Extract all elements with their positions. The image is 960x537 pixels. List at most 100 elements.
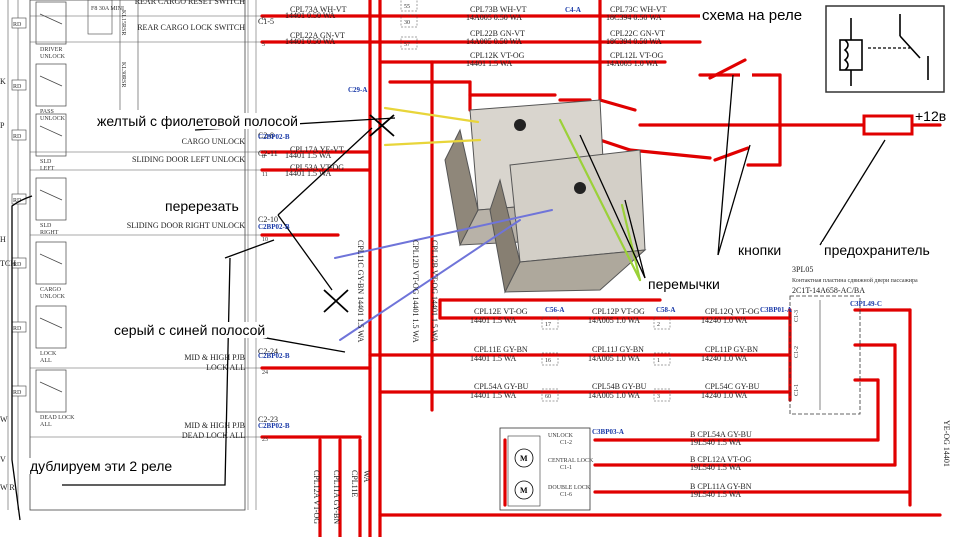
top-wire-code-5: 14A005 1.0 WA xyxy=(606,59,658,68)
signal-name-8: DEAD LOCK ALL xyxy=(182,431,245,440)
buttons-label: кнопки xyxy=(736,242,784,258)
fuse-f8 xyxy=(87,0,113,35)
bottom-vertical-2: CPL11E xyxy=(350,470,359,497)
connector-tag-10: C29-A xyxy=(348,86,367,94)
vertical-wire-0: CPL11C GY-BN 14401 1.5 WA xyxy=(356,240,365,343)
middle-wire-code-7: 14A005 1.0 WA xyxy=(588,391,640,400)
contact-plate-title: Контактная пластина сдвижной двери пасса… xyxy=(792,277,918,284)
motor-block: M M xyxy=(499,427,591,511)
middle-wire-code-1: 14A005 1.0 WA xyxy=(588,316,640,325)
motor-row-pin-0: C1-2 xyxy=(560,440,572,446)
motor-row-wire-1: B CPL12A VT-OG xyxy=(690,455,752,464)
rd-label-2: RD xyxy=(13,134,22,140)
top-wire-code-1: 18C394 0.50 WA xyxy=(606,13,662,22)
motor-row-label-1: CENTRAL LOCK xyxy=(548,458,594,464)
fuse-label: предохранитель xyxy=(822,242,932,258)
middle-wire-5: CPL11P GY-BN xyxy=(705,345,758,354)
plus12-label: +12в xyxy=(915,108,947,124)
signal-lines xyxy=(30,15,262,438)
motor-row-pin-2: C1-6 xyxy=(560,492,572,498)
contact-plate-pin-1: C1-2 xyxy=(794,346,800,358)
rd-coil-3 xyxy=(11,193,27,205)
left-edge-h: H xyxy=(0,235,6,244)
jumpers-label: перемычки xyxy=(646,276,722,292)
connector-number-2: 57 xyxy=(404,42,410,48)
motor-row-wire-0: B CPL54A GY-BU xyxy=(690,430,752,439)
contact-plate-pin-2: C1-1 xyxy=(794,384,800,396)
connector-tag-2: C2BP02-B xyxy=(258,352,290,360)
motor-row-code-0: 19L540 1.5 WA xyxy=(690,438,741,447)
contact-plate-block xyxy=(789,295,861,415)
left-relay-label-1-1: UNLOCK xyxy=(40,116,66,122)
signal-pin-7: C2-23 xyxy=(258,415,278,424)
left-edge-k: K xyxy=(0,77,6,86)
connector-number-1: 30 xyxy=(404,20,410,26)
connector-tag-6: C58-A xyxy=(656,306,675,314)
gray-blue-label: серый с синей полосой xyxy=(112,322,268,338)
motor-row-pin-1: C1-1 xyxy=(560,465,572,471)
motor-row-label-2: DOUBLE LOCK xyxy=(548,485,591,491)
middle-wire-7: CPL54B GY-BU xyxy=(592,382,647,391)
left-relay-label-6-1: ALL xyxy=(40,422,52,428)
colored-wires xyxy=(334,106,642,341)
rd-label-4: RD xyxy=(13,262,22,268)
yellow-violet-label: желтый с фиолетовой полосой xyxy=(95,113,300,129)
contact-plate-code: 3PL05 xyxy=(792,265,813,274)
signal-name-1: REAR CARGO LOCK SWITCH xyxy=(137,23,245,32)
fuse-f8-label: F8 30A MINI xyxy=(91,6,124,12)
connector-number-4: 16 xyxy=(545,358,551,364)
rd-coil-1 xyxy=(11,79,27,91)
contact-plate-pin-0: C1-3 xyxy=(794,310,800,322)
bottom-vertical-0: CPL12A VT-OG xyxy=(312,470,321,524)
connector-number-6: 2 xyxy=(657,322,660,328)
signal-wire-2: CPL17A YE-VT xyxy=(290,145,344,154)
motor-m-1: M xyxy=(520,454,528,463)
connector-number-5: 60 xyxy=(545,394,551,400)
middle-wire-code-0: 14401 1.5 WA xyxy=(470,316,517,325)
rd-coil-2 xyxy=(11,129,27,141)
middle-wire-0: CPL12E VT-OG xyxy=(474,307,528,316)
motor-row-label-0: UNLOCK xyxy=(548,433,574,439)
middle-wire-code-3: 14401 1.5 WA xyxy=(470,354,517,363)
connector-number-11: 10 xyxy=(262,237,268,243)
left-relay-label-4-1: UNLOCK xyxy=(40,294,66,300)
connector-number-13: 23 xyxy=(262,437,268,443)
top-wire-code-0: 14A005 0.50 WA xyxy=(466,13,522,22)
relay-scheme-label: схема на реле xyxy=(700,7,805,24)
rd-label-1: RD xyxy=(13,84,22,90)
connector-tag-8: C3PL49-C xyxy=(850,300,882,308)
left-relay-label-3-1: RIGHT xyxy=(40,230,59,236)
motor-m-2: M xyxy=(520,486,528,495)
left-relay-label-6-0: DEAD LOCK xyxy=(40,415,75,421)
relay-scheme-inset xyxy=(825,5,945,93)
connector-number-10: 11 xyxy=(262,172,268,178)
middle-wire-2: CPL12Q VT-OG xyxy=(705,307,760,316)
signal-pin-5: C2-24 xyxy=(258,347,278,356)
left-edge-tch: TCH xyxy=(0,259,16,268)
left-relay-label-0-1: UNLOCK xyxy=(40,54,66,60)
top-wire-5: CPL12L VT-OG xyxy=(610,51,663,60)
middle-wire-4: CPL11J GY-BN xyxy=(592,345,644,354)
signal-name-6: LOCK ALL xyxy=(206,363,245,372)
kl30-label: KL30RSR xyxy=(120,62,126,87)
left-relay-label-5-1: ALL xyxy=(40,358,52,364)
signal-pin-1: C1-5 xyxy=(258,17,274,26)
connector-tag-9: C3BP03-A xyxy=(592,428,624,436)
vertical-wire-2: CPL12B VT-OG 14401 1.5 WA xyxy=(430,240,439,343)
contact-plate-part: 2C1T-14A658-AC/BA xyxy=(792,286,865,295)
left-edge-wr: W R xyxy=(0,483,15,492)
fuse-symbol xyxy=(862,114,914,136)
signal-code-0: 14401 0.50 WA xyxy=(285,11,336,20)
bottom-vertical-3: WA xyxy=(362,470,371,483)
signal-code-2: 14401 1.5 WA xyxy=(285,151,332,160)
top-wire-code-4: 14401 1.5 WA xyxy=(466,59,513,68)
left-relay-label-2-1: LEFT xyxy=(40,166,55,172)
signal-pin-2: C2-8 xyxy=(258,131,274,140)
